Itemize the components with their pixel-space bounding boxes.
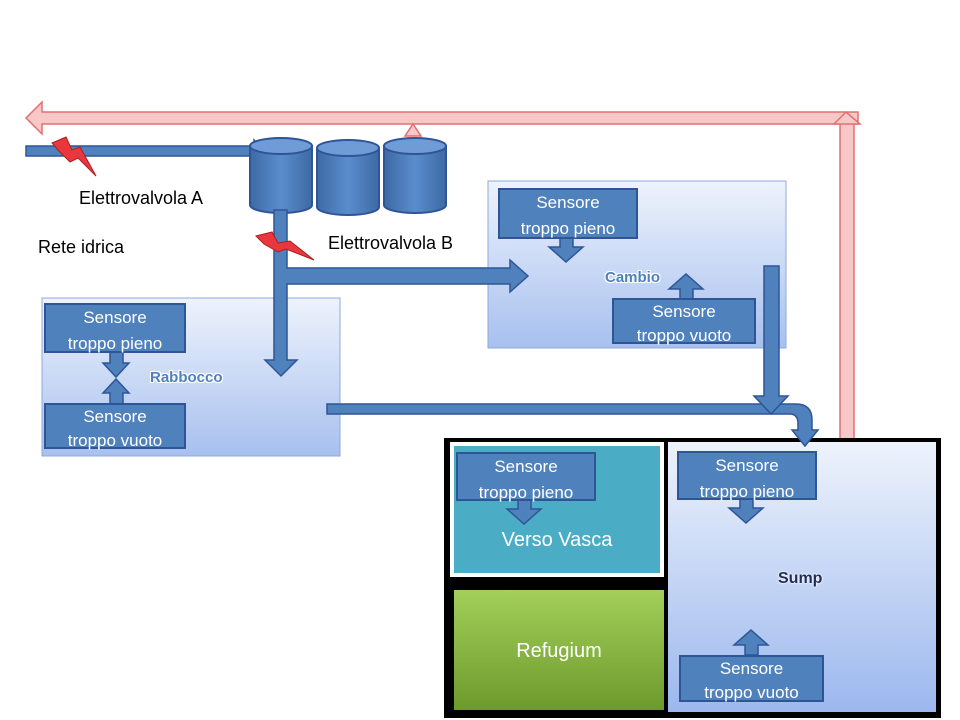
valve-a-label: Elettrovalvola A <box>79 188 204 208</box>
rabbocco-sensor-low: Sensore troppo vuoto <box>44 403 186 450</box>
arrow-up-icon <box>101 377 131 405</box>
arrow-up-icon <box>732 628 770 656</box>
refugium-tank <box>454 590 664 710</box>
sump-sensor-low: Sensore troppo vuoto <box>679 655 824 702</box>
rabbocco-label: Rabbocco <box>150 369 223 386</box>
cylinder-reservoir-icon <box>383 145 447 214</box>
cambio-label: Cambio <box>605 269 661 286</box>
rabbocco-sensor-high: Sensore troppo pieno <box>44 303 186 353</box>
valve-b-label: Elettrovalvola B <box>328 233 454 253</box>
water-mains-label: Rete idrica <box>38 237 125 257</box>
lightning-bolt-icon <box>51 136 97 177</box>
arrow-up-icon <box>667 272 705 300</box>
sump-label: Sump <box>778 570 823 587</box>
verso-vasca-sensor-high: Sensore troppo pieno <box>456 452 596 502</box>
cylinder-reservoir-icon <box>316 147 380 216</box>
reservoir-return-arrow-icon <box>403 122 423 137</box>
return-line <box>24 100 863 443</box>
cylinder-reservoir-icon <box>249 145 313 214</box>
cambio-sensor-low: Sensore troppo vuoto <box>612 298 756 345</box>
sump-sensor-high: Sensore troppo pieno <box>677 451 817 501</box>
lightning-bolt-icon <box>255 231 315 261</box>
feed-pipe-arrow-icon <box>263 209 530 378</box>
cambio-sensor-high: Sensore troppo pieno <box>498 188 638 239</box>
return-arrow-up <box>832 110 863 125</box>
refugium-label: Refugium <box>516 640 602 662</box>
arrow-down-icon <box>101 350 131 379</box>
reservoir-cylinders <box>249 137 447 216</box>
cambio-to-sump-arrow-icon <box>752 265 790 416</box>
verso-vasca-label: Verso Vasca <box>501 529 613 551</box>
